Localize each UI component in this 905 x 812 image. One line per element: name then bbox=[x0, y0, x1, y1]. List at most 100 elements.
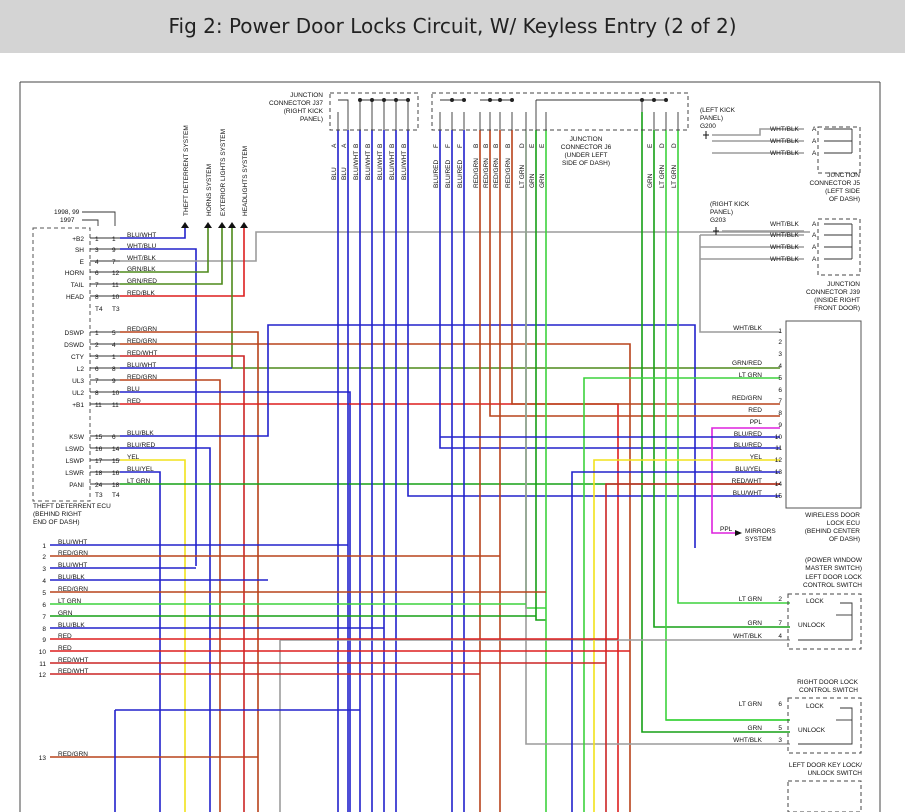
ecu-pin-num-2: 7 bbox=[112, 259, 116, 266]
right-switch-contact bbox=[798, 707, 853, 745]
system-arrow-icon bbox=[240, 222, 248, 228]
bottom-wire-number: 13 bbox=[39, 755, 47, 762]
wdl-pin-num: 9 bbox=[778, 422, 782, 429]
text-line: MASTER SWITCH) bbox=[805, 565, 862, 572]
text-line: (LEFT KICK bbox=[700, 107, 736, 114]
ecu-pin-num-2: 4 bbox=[112, 342, 116, 349]
left-unlock-label: UNLOCK bbox=[798, 622, 826, 629]
text-line: CONNECTOR J39 bbox=[806, 289, 860, 296]
right-switch-wire: WHT/BLK bbox=[733, 737, 763, 744]
text-line: WIRELESS DOOR bbox=[805, 512, 860, 519]
ecu-pin-name: UL3 bbox=[72, 378, 84, 385]
j37-wire-label: BLU/WHT bbox=[377, 151, 384, 180]
text-line: (POWER WINDOW bbox=[805, 557, 863, 564]
text-line: CONTROL SWITCH bbox=[803, 582, 862, 589]
j6-wire-label: LT GRN bbox=[519, 164, 526, 188]
wire-j37-blu-wht-5 bbox=[407, 130, 780, 497]
figure-title: Fig 2: Power Door Locks Circuit, W/ Keyl… bbox=[168, 14, 737, 38]
bottom-wire-number: 10 bbox=[39, 649, 47, 656]
j5-box bbox=[817, 126, 861, 174]
wire-j6-grn-1 bbox=[535, 130, 546, 621]
ecu-pin-num-2: 11 bbox=[112, 402, 119, 409]
wire-j6-red-grn-2 bbox=[489, 130, 780, 417]
wire-j6-blu-red-1 bbox=[439, 130, 780, 449]
wire-grn-blk-horn bbox=[120, 228, 209, 273]
wdl-pin-num: 7 bbox=[778, 398, 782, 405]
text-line: PANEL) bbox=[300, 116, 323, 123]
j6-letter: B bbox=[493, 144, 500, 148]
j5-wire-label: WHT/BLK bbox=[770, 138, 800, 145]
ecu-pin-num-1: 7 bbox=[95, 282, 99, 289]
j37-splice bbox=[406, 98, 410, 102]
left-switch-pin: 2 bbox=[778, 596, 782, 603]
j39-letter: A bbox=[812, 256, 817, 263]
ecu-wire-label: WHT/BLU bbox=[127, 243, 157, 250]
j5-letter: A bbox=[812, 126, 817, 133]
bottom-wire-number: 2 bbox=[42, 554, 46, 561]
theft-ecu-title: THEFT DETERRENT ECU bbox=[33, 503, 111, 510]
wdl-wire-label: RED/GRN bbox=[732, 395, 762, 402]
j37-wire-label: BLU/WHT bbox=[365, 151, 372, 180]
bottom-wire-label: GRN bbox=[58, 610, 73, 617]
wdl-wire-label: RED bbox=[748, 407, 762, 414]
text-line: (INSIDE RIGHT bbox=[814, 297, 860, 304]
j39-wire-label: WHT/BLK bbox=[770, 244, 800, 251]
j37-wire-label: BLU/WHT bbox=[389, 151, 396, 180]
bottom-wire-label: RED bbox=[58, 645, 72, 652]
wdl-pin-num: 1 bbox=[778, 328, 782, 335]
wdl-pin-num: 12 bbox=[775, 457, 783, 464]
ecu-wire-label: LT GRN bbox=[127, 478, 151, 485]
year-label-1: 1998, 99 bbox=[54, 209, 80, 216]
system-arrow-icon bbox=[181, 222, 189, 228]
j6-wire-label: LT GRN bbox=[671, 164, 678, 188]
bottom-wire-label: BLU/WHT bbox=[58, 562, 87, 569]
wdl-pin-num: 8 bbox=[778, 410, 782, 417]
j39-wire-label: WHT/BLK bbox=[770, 232, 800, 239]
wdl-wire-label: WHT/BLK bbox=[733, 325, 763, 332]
ecu-pin-name: L2 bbox=[77, 366, 85, 373]
ecu-pin-num-2: 5 bbox=[112, 330, 116, 337]
j39-box bbox=[817, 218, 861, 276]
j6-letter: B bbox=[505, 144, 512, 148]
right-switch-pin: 3 bbox=[778, 737, 782, 744]
text-line: LOCK ECU bbox=[827, 520, 861, 527]
ecu-pin-num-1: 24 bbox=[95, 482, 103, 489]
ecu-wire-label: GRN/BLK bbox=[127, 266, 156, 273]
ecu-pin-num-2: 15 bbox=[112, 458, 120, 465]
ecu-wire-label: RED/GRN bbox=[127, 338, 157, 345]
ecu-wire-label: RED/WHT bbox=[127, 350, 157, 357]
ecu-wire-label: WHT/BLK bbox=[127, 255, 157, 262]
wdl-pin-num: 3 bbox=[778, 351, 782, 358]
j39-wire-label: WHT/BLK bbox=[770, 256, 800, 263]
wire-j6-grn-left-sw bbox=[653, 130, 790, 628]
wire-red-grn-dswp bbox=[120, 331, 259, 812]
system-label: HEADLIGHTS SYSTEM bbox=[242, 146, 249, 216]
text-line: JUNCTION bbox=[827, 172, 860, 179]
j6-letter: E bbox=[539, 143, 546, 148]
bottom-wire-number: 7 bbox=[42, 614, 46, 621]
wire-red-grn-dswd bbox=[120, 343, 631, 812]
j5-wire-label: WHT/BLK bbox=[770, 126, 800, 133]
ecu-pin-name: DSWP bbox=[65, 330, 85, 337]
left-switch-pin: 4 bbox=[778, 633, 782, 640]
text-line: (LEFT SIDE bbox=[825, 188, 861, 195]
ecu-wire-label: YEL bbox=[127, 454, 140, 461]
bottom-wire-label: BLU/BLK bbox=[58, 622, 85, 629]
text-line: G203 bbox=[710, 217, 726, 224]
ecu-pin-num-1: 18 bbox=[95, 470, 103, 477]
ecu-pin-num-2: 10 bbox=[112, 390, 120, 397]
ecu-wire-label: BLU bbox=[127, 386, 140, 393]
text-line: JUNCTION bbox=[290, 92, 323, 99]
text-line: (UNDER LEFT bbox=[565, 152, 608, 159]
right-switch-pin: 6 bbox=[778, 701, 782, 708]
ecu-pin-num-2: 14 bbox=[112, 446, 120, 453]
ecu-pin-num-1: T4 bbox=[95, 306, 103, 313]
j6-letter: D bbox=[519, 143, 526, 148]
text-line: SIDE OF DASH) bbox=[562, 160, 610, 167]
wire-grn-red-tail bbox=[120, 228, 223, 285]
key-switch-box bbox=[787, 780, 862, 812]
